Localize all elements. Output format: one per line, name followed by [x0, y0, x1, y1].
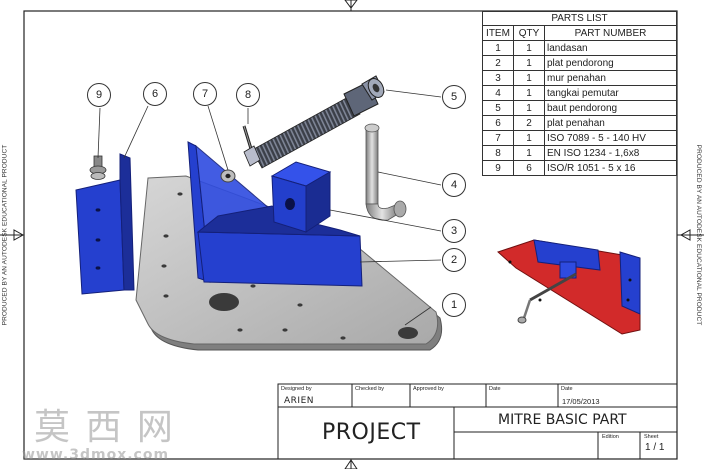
- project-title: PROJECT: [322, 420, 421, 445]
- designed-by-label: Designed by: [281, 386, 312, 392]
- date-label-1: Date: [489, 386, 501, 392]
- header-qty: QTY: [513, 25, 545, 41]
- part-baut-pendorong: [243, 75, 385, 169]
- parts-list-cell-part: tangkai pemutar: [544, 85, 677, 101]
- watermark-chars: 莫 西 网: [34, 407, 175, 448]
- balloon-8: 8: [236, 83, 260, 107]
- balloon-1: 1: [442, 293, 466, 317]
- balloon-2: 2: [442, 248, 466, 272]
- parts-list-cell-qty: 2: [513, 115, 545, 131]
- parts-list-cell-part: plat penahan: [544, 115, 677, 131]
- leaders: [97, 89, 442, 326]
- parts-list-cell-item: 2: [482, 55, 514, 71]
- parts-list-cell-qty: 1: [513, 40, 545, 56]
- balloon-7: 7: [193, 82, 217, 106]
- edition-label: Edition: [602, 434, 619, 440]
- balloon-5: 5: [442, 85, 466, 109]
- parts-list-cell-item: 4: [482, 85, 514, 101]
- designed-by-value: ARIEN: [284, 396, 314, 406]
- parts-list-cell-item: 6: [482, 115, 514, 131]
- parts-list-cell-item: 9: [482, 160, 514, 176]
- title-block-frame: [277, 383, 678, 460]
- side-note-right: PRODUCED BY AN AUTODESK EDUCATIONAL PROD…: [695, 144, 703, 326]
- parts-list-cell-part: baut pendorong: [544, 100, 677, 116]
- sheet-value: 1 / 1: [645, 442, 665, 453]
- date-label-2: Date: [561, 386, 573, 392]
- parts-list-title: PARTS LIST: [482, 11, 677, 25]
- parts-list-cell-qty: 1: [513, 55, 545, 71]
- checked-by-label: Checked by: [355, 386, 385, 392]
- parts-list-cell-item: 8: [482, 145, 514, 161]
- watermark-site: www.3dmox.com: [22, 447, 170, 463]
- parts-list-cell-part: ISO/R 1051 - 5 x 16: [544, 160, 677, 176]
- balloon-9: 9: [87, 83, 111, 107]
- parts-list-cell-item: 7: [482, 130, 514, 146]
- part-screw-small: [89, 155, 107, 180]
- parts-list-cell-part: EN ISO 1234 - 1,6x8: [544, 145, 677, 161]
- header-part-number: PART NUMBER: [544, 25, 677, 41]
- part-mur-penahan: [270, 161, 332, 233]
- parts-list-cell-qty: 6: [513, 160, 545, 176]
- balloon-6: 6: [143, 82, 167, 106]
- date-value: 17/05/2013: [562, 397, 600, 406]
- parts-list-cell-part: ISO 7089 - 5 - 140 HV: [544, 130, 677, 146]
- parts-list-cell-item: 5: [482, 100, 514, 116]
- part-title: MITRE BASIC PART: [498, 412, 627, 428]
- parts-list-cell-part: landasan: [544, 40, 677, 56]
- parts-list-cell-item: 1: [482, 40, 514, 56]
- part-plat-penahan-left: [75, 153, 135, 295]
- parts-list-cell-qty: 1: [513, 145, 545, 161]
- header-item: ITEM: [482, 25, 514, 41]
- iso-view: [497, 239, 641, 335]
- part-washer: [220, 169, 236, 183]
- sheet-label: Sheet: [644, 434, 659, 440]
- parts-list-cell-qty: 1: [513, 85, 545, 101]
- approved-by-label: Approved by: [413, 386, 444, 392]
- parts-list-cell-part: plat pendorong: [544, 55, 677, 71]
- balloon-4: 4: [442, 173, 466, 197]
- parts-list-cell-qty: 1: [513, 100, 545, 116]
- parts-list-cell-item: 3: [482, 70, 514, 86]
- balloon-3: 3: [442, 219, 466, 243]
- part-tangkai-pemutar: [364, 123, 407, 221]
- parts-list-cell-part: mur penahan: [544, 70, 677, 86]
- side-note-left: PRODUCED BY AN AUTODESK EDUCATIONAL PROD…: [1, 144, 9, 326]
- parts-list-cell-qty: 1: [513, 70, 545, 86]
- parts-list-cell-qty: 1: [513, 130, 545, 146]
